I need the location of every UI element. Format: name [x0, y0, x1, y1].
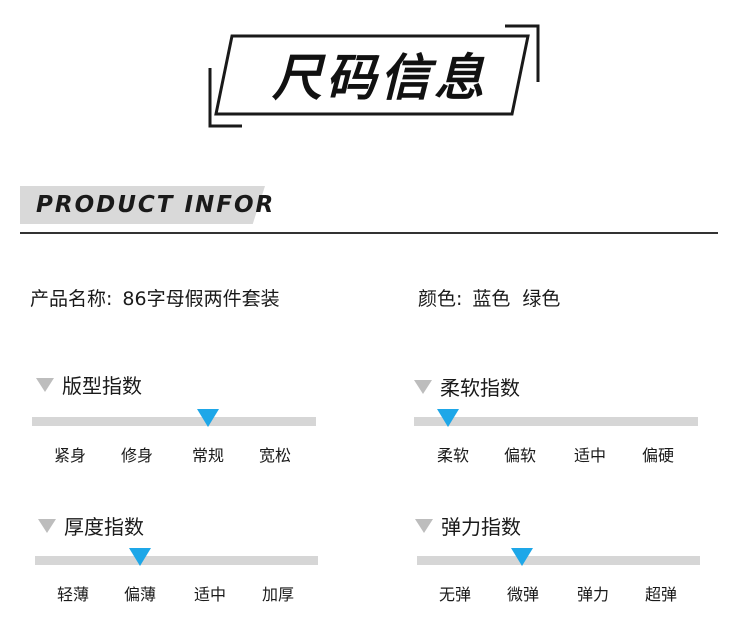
section-title: PRODUCT INFOR [36, 192, 276, 218]
thickness-index-title: 厚度指数 [38, 511, 144, 540]
softness-option-3: 适中 [573, 446, 606, 465]
fit-index-marker [197, 409, 220, 427]
elasticity-index-title: 弹力指数 [415, 511, 521, 540]
softness-index-title: 柔软指数 [414, 372, 520, 401]
thickness-option-4: 加厚 [261, 585, 294, 604]
thickness-index-track [35, 556, 318, 565]
softness-index-track [414, 417, 698, 426]
thickness-option-3: 适中 [193, 585, 226, 604]
triangle-down-icon [38, 518, 56, 533]
thickness-index-label: 厚度指数 [64, 515, 144, 539]
page-title: 尺码信息 [272, 49, 488, 107]
fit-index-track [32, 417, 316, 426]
title-banner-frame [208, 24, 540, 128]
thickness-option-1: 轻薄 [56, 585, 89, 604]
color-value-blue: 蓝色 [472, 288, 511, 310]
softness-index-label: 柔软指数 [440, 376, 520, 400]
product-name-label: 产品名称: [30, 288, 113, 310]
elasticity-option-3: 弹力 [576, 585, 609, 604]
elasticity-index-track [417, 556, 700, 565]
section-divider [20, 232, 718, 234]
elasticity-option-4: 超弹 [644, 585, 677, 604]
fit-option-4: 宽松 [258, 446, 291, 465]
color-value-green: 绿色 [522, 288, 561, 310]
triangle-down-icon [414, 379, 432, 394]
product-name-line: 产品名称: 86字母假两件套装 [30, 284, 280, 311]
elasticity-option-1: 无弹 [438, 585, 471, 604]
title-frame [214, 34, 530, 116]
title-corner-right [505, 24, 540, 82]
triangle-down-icon [415, 518, 433, 533]
title-corner-left [208, 68, 242, 128]
softness-option-2: 偏软 [503, 446, 536, 465]
section-tab [20, 186, 265, 224]
elasticity-index-label: 弹力指数 [441, 515, 521, 539]
fit-option-3: 常规 [191, 446, 224, 465]
thickness-index-marker [128, 548, 151, 566]
elasticity-option-2: 微弹 [506, 585, 539, 604]
fit-index-label: 版型指数 [62, 374, 142, 398]
fit-option-2: 修身 [120, 446, 153, 465]
fit-option-1: 紧身 [53, 446, 86, 465]
softness-option-1: 柔软 [436, 446, 469, 465]
thickness-option-2: 偏薄 [123, 585, 156, 604]
triangle-down-icon [36, 377, 54, 392]
fit-index-title: 版型指数 [36, 370, 142, 399]
product-name-value: 86字母假两件套装 [122, 288, 280, 310]
color-line: 颜色: 蓝色绿色 [418, 284, 560, 311]
color-label: 颜色: [418, 288, 463, 310]
softness-index-marker [437, 409, 460, 427]
softness-option-4: 偏硬 [641, 446, 674, 465]
elasticity-index-marker [510, 548, 533, 566]
